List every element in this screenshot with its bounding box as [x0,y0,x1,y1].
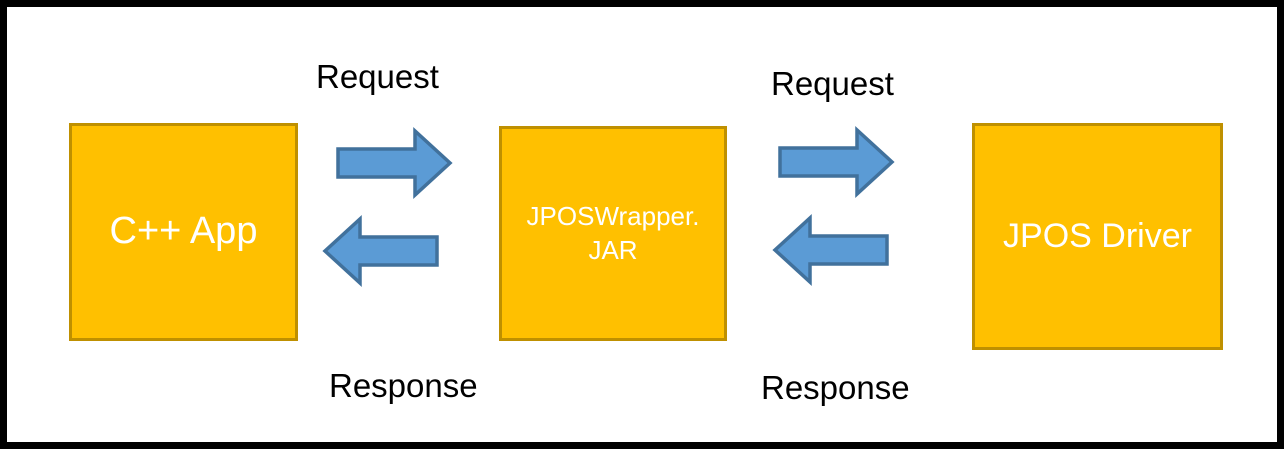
node-jpos-wrapper-jar-label-line2: JAR [588,234,638,265]
request-label-right: Request [771,65,894,102]
arrow-right-shape [778,126,895,198]
arrow-right-icon-request-right [777,126,895,198]
node-jpos-wrapper-jar-label-line1: JPOSWrapper. [526,200,700,231]
arrow-left-icon-response-right [772,214,890,286]
arrow-right-icon-request-left [335,127,453,199]
node-jpos-wrapper-jar: JPOSWrapper. JAR [499,126,727,341]
node-jpos-driver-label: JPOS Driver [1003,217,1192,256]
arrow-left-shape [322,215,439,287]
arrow-left-shape [772,214,889,286]
response-label-right: Response [761,369,910,406]
arrow-right-shape [336,127,453,199]
node-cpp-app-label: C++ App [109,210,258,253]
request-label-left: Request [316,58,439,95]
response-label-left: Response [329,367,478,404]
node-jpos-driver: JPOS Driver [972,123,1223,350]
node-cpp-app: C++ App [69,123,298,341]
arrow-left-icon-response-left [322,215,440,287]
